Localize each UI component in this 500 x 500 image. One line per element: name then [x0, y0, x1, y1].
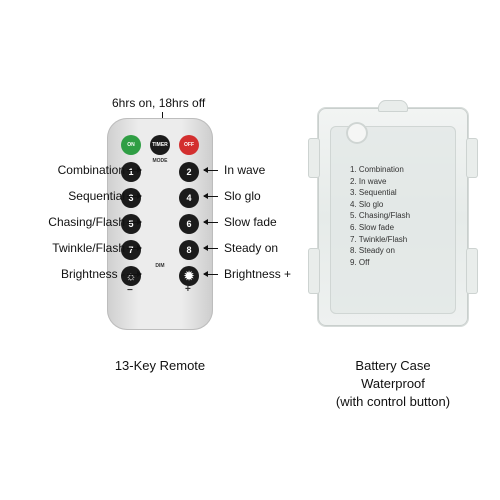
- label-brightness-down: Brightness -: [60, 267, 125, 281]
- label-twinkle-flash: Twinkle/Flash: [52, 241, 125, 255]
- label-slow-fade: Slow fade: [224, 215, 277, 229]
- minus-sign: −: [127, 285, 133, 296]
- mode-item: 2. In wave: [350, 176, 387, 186]
- on-key[interactable]: ON: [121, 135, 141, 155]
- key-7[interactable]: 7: [121, 240, 141, 260]
- case-window: [330, 126, 456, 314]
- off-key[interactable]: OFF: [179, 135, 199, 155]
- key-1[interactable]: 1: [121, 162, 141, 182]
- pointer-slow-fade: [203, 219, 218, 225]
- mode-item: 6. Slow fade: [350, 222, 395, 232]
- control-button[interactable]: [346, 122, 368, 144]
- battery-caption-line3: (with control button): [335, 394, 451, 409]
- label-chasing-flash: Chasing/Flash: [48, 215, 125, 229]
- key-6[interactable]: 6: [179, 214, 199, 234]
- timer-key[interactable]: TIMER: [150, 135, 170, 155]
- key-4[interactable]: 4: [179, 188, 199, 208]
- key-5[interactable]: 5: [121, 214, 141, 234]
- battery-caption: Battery Case Waterproof (with control bu…: [318, 357, 468, 411]
- pointer-slo-glo: [203, 193, 218, 199]
- mode-list: 1. Combination 2. In wave 3. Sequential …: [350, 164, 410, 268]
- label-sequential: Sequential: [68, 189, 125, 203]
- mode-item: 1. Combination: [350, 165, 404, 174]
- pointer-sequential: [127, 193, 142, 199]
- timer-note: 6hrs on, 18hrs off: [112, 96, 206, 110]
- pointer-brightness-down: [127, 271, 142, 277]
- mode-item: 9. Off: [350, 257, 370, 267]
- remote-control: ON TIMER OFF MODE 1 2 3 4 5 6 7 8 DIM ☼ …: [107, 118, 213, 330]
- label-slo-glo: Slo glo: [224, 189, 261, 203]
- case-clip-right-bottom: [466, 248, 478, 294]
- mode-item: 8. Steady on: [350, 246, 395, 256]
- brightness-down-key[interactable]: ☼: [121, 266, 141, 286]
- mode-item: 3. Sequential: [350, 188, 397, 198]
- case-top-tab: [378, 100, 408, 112]
- pointer-chasing-flash: [127, 219, 142, 225]
- brightness-up-key[interactable]: ✹: [179, 266, 199, 286]
- label-brightness-up: Brightness +: [224, 267, 292, 281]
- pointer-combination: [127, 167, 142, 173]
- key-3[interactable]: 3: [121, 188, 141, 208]
- battery-caption-line1: Battery Case: [355, 358, 431, 373]
- pointer-in-wave: [203, 167, 218, 173]
- key-8[interactable]: 8: [179, 240, 199, 260]
- mode-item: 7. Twinkle/Flash: [350, 234, 408, 244]
- pointer-twinkle-flash: [127, 245, 142, 251]
- pointer-brightness-up: [203, 271, 218, 277]
- dim-label: DIM: [155, 263, 165, 269]
- plus-sign: +: [185, 284, 191, 295]
- case-clip-right-top: [466, 138, 478, 178]
- pointer-steady-on: [203, 245, 218, 251]
- label-steady-on: Steady on: [224, 241, 279, 255]
- case-clip-left-top: [308, 138, 320, 178]
- mode-item: 4. Slo glo: [350, 199, 384, 209]
- battery-case: [308, 100, 478, 326]
- case-clip-left-bottom: [308, 248, 320, 294]
- key-2[interactable]: 2: [179, 162, 199, 182]
- mode-label: MODE: [152, 158, 168, 164]
- remote-caption: 13-Key Remote: [114, 358, 206, 373]
- battery-caption-line2: Waterproof: [361, 376, 425, 391]
- mode-item: 5. Chasing/Flash: [350, 211, 411, 221]
- label-combination: Combination: [57, 163, 125, 177]
- label-in-wave: In wave: [224, 163, 266, 177]
